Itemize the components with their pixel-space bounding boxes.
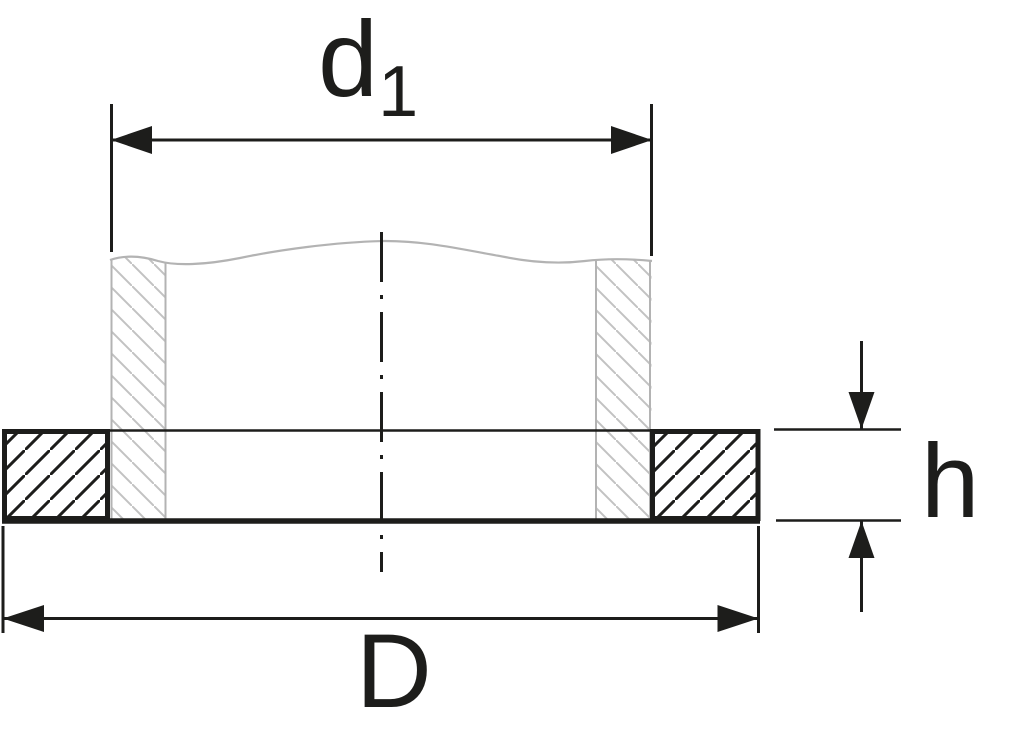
shaft-walls	[110, 241, 652, 521]
d1-label-symbol: d	[318, 0, 378, 119]
shaft-wall-left	[110, 241, 167, 521]
d1-arrowhead-right-icon	[611, 126, 652, 154]
washer-section	[2, 429, 761, 524]
d1-arrowhead-left-icon	[111, 126, 152, 154]
h-arrowhead-down-icon	[848, 392, 875, 429]
shaft-phantom-part	[109, 239, 653, 521]
shaft-wall-right	[595, 241, 652, 521]
washer-section-right-block	[650, 429, 761, 521]
washer-section-left-block	[2, 429, 110, 521]
D-arrowhead-right-icon	[717, 605, 759, 632]
dimension-D: D	[1, 526, 760, 730]
d1-label: d1	[318, 0, 418, 132]
h-arrowhead-up-icon	[848, 521, 875, 558]
h-label: h	[921, 423, 979, 540]
break-wavy-line	[109, 239, 653, 266]
dimension-h: h	[774, 341, 979, 612]
D-arrowhead-left-icon	[3, 605, 44, 632]
d1-label-subscript: 1	[378, 52, 418, 132]
D-label: D	[356, 613, 432, 730]
dimension-d1: d1	[110, 0, 653, 256]
